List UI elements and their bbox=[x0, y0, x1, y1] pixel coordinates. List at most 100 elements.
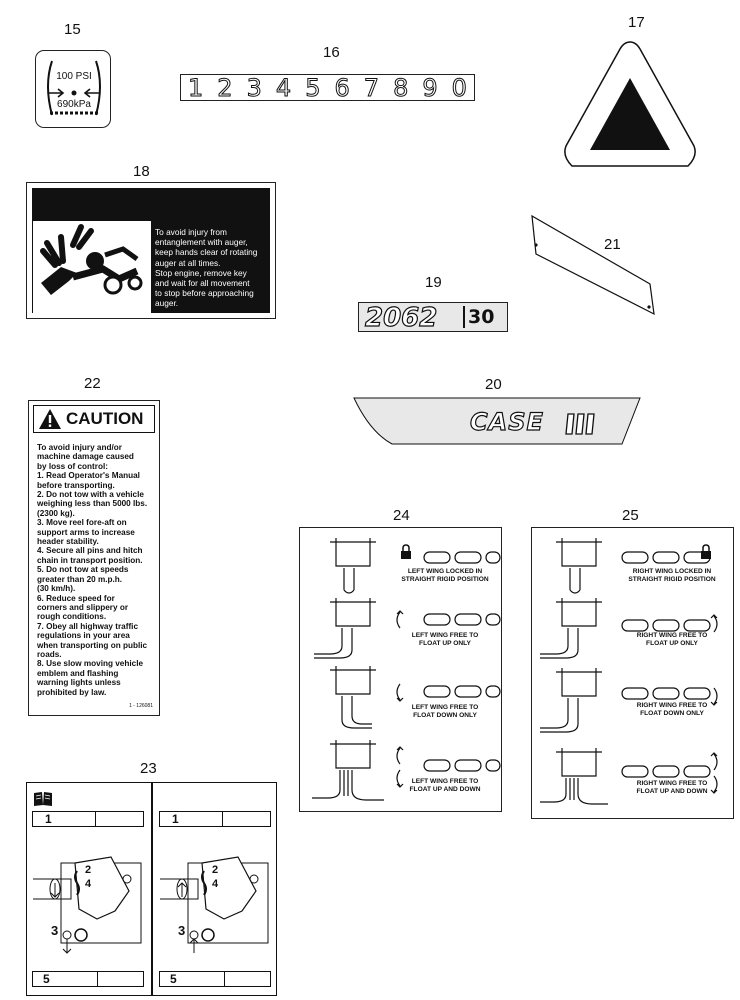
caution-line: weighing less than 5000 lbs. bbox=[37, 499, 148, 509]
digit-7: 7 bbox=[363, 73, 380, 102]
slow-moving-vehicle-emblem-icon bbox=[564, 41, 696, 167]
auger-warning-line: auger at all times. bbox=[155, 257, 221, 268]
callout-23: 23 bbox=[140, 760, 157, 777]
caution-line: (2300 kg). bbox=[37, 508, 75, 518]
step-4-label: 4 bbox=[212, 878, 219, 890]
decal-16-number-strip: 1 2 3 4 5 6 7 8 9 0 bbox=[180, 73, 475, 102]
step-5-label: 5 bbox=[43, 972, 50, 986]
wing-label-line: LEFT WING LOCKED IN bbox=[407, 568, 483, 575]
auger-warning-line: Stop engine, remove key bbox=[155, 267, 247, 278]
auger-warning-line: to stop before approaching bbox=[155, 288, 254, 299]
caution-line: greater than 20 m.p.h. bbox=[37, 574, 123, 584]
step-1-gauge-right: 1 bbox=[159, 811, 271, 827]
hitch-pin-diagram-left bbox=[33, 856, 142, 954]
tire-pressure-psi: 100 PSI bbox=[56, 71, 92, 82]
wing-label-line: STRAIGHT RIGID POSITION bbox=[628, 576, 716, 583]
digit-8: 8 bbox=[393, 73, 409, 102]
caution-line: prohibited by law. bbox=[37, 687, 107, 697]
wing-label-line: LEFT WING FREE TO bbox=[411, 704, 479, 711]
step-1-gauge-left: 1 bbox=[32, 811, 144, 827]
brand-name: CASE bbox=[469, 407, 544, 436]
caution-line: before transporting. bbox=[37, 480, 115, 490]
caution-line: 6. Reduce speed for bbox=[37, 593, 115, 603]
caution-line: regulations in your area bbox=[37, 631, 130, 641]
warning-triangle-icon bbox=[39, 409, 61, 429]
caution-line: when transporting on public bbox=[37, 640, 148, 650]
caution-line: emblem and flashing bbox=[37, 668, 119, 678]
auger-warning-line: entanglement with auger, bbox=[155, 237, 248, 248]
callout-17: 17 bbox=[628, 14, 645, 31]
caution-line: 4. Secure all pins and hitch bbox=[37, 546, 143, 556]
model-size: 30 bbox=[463, 306, 494, 328]
digit-4: 4 bbox=[275, 73, 292, 102]
caution-line: 5. Do not tow at speeds bbox=[37, 565, 129, 575]
caution-line: roads. bbox=[37, 649, 62, 659]
left-wing-label-float-up: LEFT WING FREE TO FLOAT UP ONLY bbox=[390, 632, 500, 648]
step-3-label: 3 bbox=[51, 923, 59, 938]
caution-line: corners and slippery or bbox=[37, 602, 129, 612]
decal-22-caution: CAUTION To avoid injury and/or machine d… bbox=[28, 400, 160, 716]
caution-line: 7. Obey all highway traffic bbox=[37, 621, 139, 631]
caution-header: CAUTION bbox=[33, 405, 155, 433]
padlock-icon bbox=[701, 544, 711, 559]
wing-label-line: RIGHT WING FREE TO bbox=[636, 702, 708, 709]
caution-line: To avoid injury and/or bbox=[37, 443, 122, 452]
step-5-gauge-right: 5 bbox=[159, 971, 271, 987]
callout-21: 21 bbox=[604, 236, 621, 253]
decal-25-right-wing-positions: RIGHT WING LOCKED IN STRAIGHT RIGID POSI… bbox=[531, 527, 734, 819]
caution-line: 2. Do not tow with a vehicle bbox=[37, 490, 144, 500]
decal-21-trim-strip bbox=[531, 214, 655, 316]
caution-line: 3. Move reel fore-aft on bbox=[37, 518, 127, 528]
caution-line: by loss of control: bbox=[37, 461, 108, 471]
decal-20-brand-strip bbox=[353, 397, 641, 445]
caution-line: 1. Read Operator's Manual bbox=[37, 471, 140, 481]
right-wing-diagrams bbox=[540, 538, 718, 805]
caution-line: header stability. bbox=[37, 537, 99, 547]
step-2-label: 2 bbox=[85, 864, 92, 876]
model-number: 2062 bbox=[364, 302, 438, 333]
left-wing-diagrams bbox=[312, 538, 501, 801]
wing-label-line: FLOAT UP ONLY bbox=[419, 640, 471, 647]
caution-line: 8. Use slow moving vehicle bbox=[37, 659, 144, 669]
caution-text: To avoid injury and/or machine damage ca… bbox=[37, 443, 157, 697]
right-wing-label-float-up-down: RIGHT WING FREE TO FLOAT UP AND DOWN bbox=[614, 780, 730, 796]
caution-title: CAUTION bbox=[66, 409, 144, 428]
caution-line: chain in transport position. bbox=[37, 555, 143, 565]
right-wing-label-locked: RIGHT WING LOCKED IN STRAIGHT RIGID POSI… bbox=[614, 568, 730, 584]
tire-pressure-kpa: 690kPa bbox=[57, 99, 91, 110]
auger-warning-text: To avoid injury from entanglement with a… bbox=[155, 227, 273, 309]
operator-manual-icon bbox=[34, 792, 52, 806]
step-5-label: 5 bbox=[170, 972, 177, 986]
hitch-pin-diagram-right bbox=[160, 856, 269, 953]
step-1-label: 1 bbox=[45, 812, 52, 826]
callout-16: 16 bbox=[323, 44, 340, 61]
digit-9: 9 bbox=[422, 73, 438, 102]
caution-part-number: 1 - 126081 bbox=[129, 703, 153, 709]
right-wing-label-float-down: RIGHT WING FREE TO FLOAT DOWN ONLY bbox=[614, 702, 730, 718]
wing-label-line: RIGHT WING LOCKED IN bbox=[632, 568, 712, 575]
wing-label-line: FLOAT DOWN ONLY bbox=[413, 712, 477, 719]
step-5-gauge-left: 5 bbox=[32, 971, 144, 987]
wing-label-line: FLOAT UP AND DOWN bbox=[636, 788, 708, 795]
auger-warning-line: and wait for all movement bbox=[155, 278, 250, 289]
step-4-label: 4 bbox=[85, 878, 92, 890]
decal-18-auger-warning: To avoid injury from entanglement with a… bbox=[26, 182, 276, 319]
right-wing-label-float-up: RIGHT WING FREE TO FLOAT UP ONLY bbox=[614, 632, 730, 648]
callout-18: 18 bbox=[133, 163, 150, 180]
step-3-label: 3 bbox=[178, 923, 186, 938]
padlock-icon bbox=[401, 544, 411, 559]
callout-24: 24 bbox=[393, 507, 410, 524]
digit-1: 1 bbox=[187, 73, 204, 102]
auger-warning-line: keep hands clear of rotating bbox=[155, 247, 258, 258]
decal-23-transport-procedure: 1 2 4 3 5 1 2 4 3 5 bbox=[26, 782, 277, 996]
digit-0: 0 bbox=[451, 73, 467, 102]
wing-label-line: FLOAT DOWN ONLY bbox=[640, 710, 704, 717]
auger-entanglement-icon bbox=[40, 224, 143, 295]
callout-15: 15 bbox=[64, 21, 81, 38]
caution-line: warning lights unless bbox=[37, 678, 121, 688]
wing-label-line: FLOAT UP ONLY bbox=[646, 640, 698, 647]
left-wing-label-float-up-down: LEFT WING FREE TO FLOAT UP AND DOWN bbox=[390, 778, 500, 794]
wing-label-line: LEFT WING FREE TO bbox=[411, 778, 479, 785]
digit-6: 6 bbox=[334, 73, 350, 102]
caution-line: (30 km/h). bbox=[37, 584, 76, 594]
